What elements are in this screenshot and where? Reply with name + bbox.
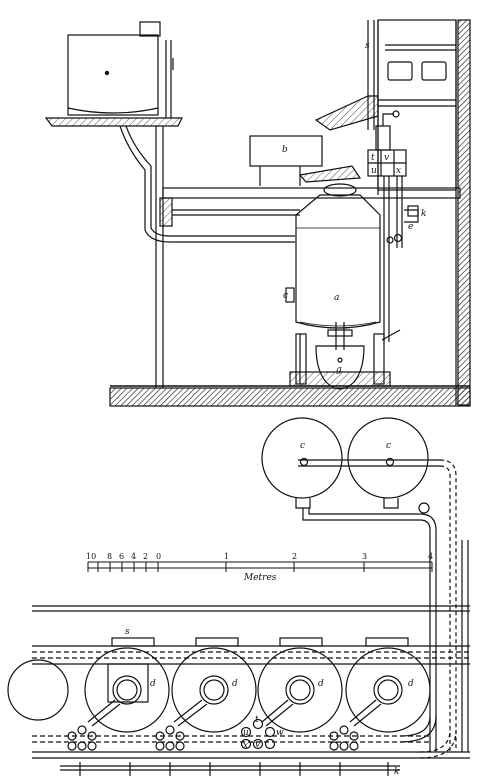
label-d-3: d [318, 679, 324, 689]
label-w-lower: w [276, 728, 284, 738]
scale-tick-6: 6 [119, 552, 124, 561]
label-d-1: d [150, 679, 156, 689]
valve-cluster-1 [67, 725, 97, 751]
right-wall [457, 19, 471, 406]
scale-tick-3: 3 [362, 552, 367, 561]
upper-elevation-view [44, 19, 471, 407]
label-s-lower: s [125, 627, 130, 637]
label-t-lower: t [255, 715, 259, 725]
disc-4 [345, 647, 431, 733]
label-b: b [282, 145, 288, 155]
lower-plan-view [7, 605, 470, 776]
middle-labels: c c [300, 441, 391, 451]
scale-tick-2m: 2 [292, 552, 297, 561]
label-c-left: c [300, 441, 305, 451]
disc-2 [171, 647, 257, 733]
scale-tick-8: 8 [107, 552, 112, 561]
feed-chute [314, 95, 379, 131]
valve-cluster-2 [155, 725, 185, 751]
label-u-lower: u [243, 728, 249, 738]
label-k: k [421, 209, 426, 219]
label-s: s [365, 41, 370, 51]
valve-cluster-4 [329, 725, 359, 751]
label-a: a [334, 293, 339, 303]
disc-1 [84, 647, 170, 733]
round-tank-right [347, 417, 429, 499]
label-x-lower: x [243, 741, 248, 751]
label-k-lower: k [394, 767, 399, 777]
valve-cluster-3 [240, 718, 276, 750]
label-t: t [371, 153, 375, 163]
label-g: g [336, 365, 342, 375]
scale-tick-1: 1 [224, 552, 229, 561]
scale-tick-4: 4 [131, 552, 136, 561]
label-c: c [283, 291, 288, 301]
lower-labels: s d d d d k t v u w x [125, 627, 414, 777]
scale-tick-2: 2 [143, 552, 148, 561]
round-tank-left [261, 417, 343, 499]
scale-caption: Metres [243, 573, 277, 583]
label-d-2: d [232, 679, 238, 689]
top-tank [67, 34, 159, 116]
main-vessel [295, 194, 381, 329]
box-b [249, 135, 323, 167]
scale-tick-0: 0 [156, 552, 161, 561]
outlet-g [315, 345, 365, 390]
horizontal-beam [162, 187, 461, 199]
scale-bar [87, 561, 433, 572]
label-u: u [371, 166, 377, 176]
label-x: x [396, 166, 401, 176]
label-v-lower: v [255, 740, 260, 750]
scale-tick-10: 10 [86, 552, 96, 561]
label-v: v [384, 153, 389, 163]
label-d-4: d [408, 679, 414, 689]
label-c-right: c [386, 441, 391, 451]
floor-slab [109, 387, 471, 407]
label-e: e [408, 222, 413, 232]
tank-shelf [44, 117, 183, 127]
disc-3 [257, 647, 343, 733]
upper-labels: a b c e g k s t v x u [282, 41, 426, 375]
